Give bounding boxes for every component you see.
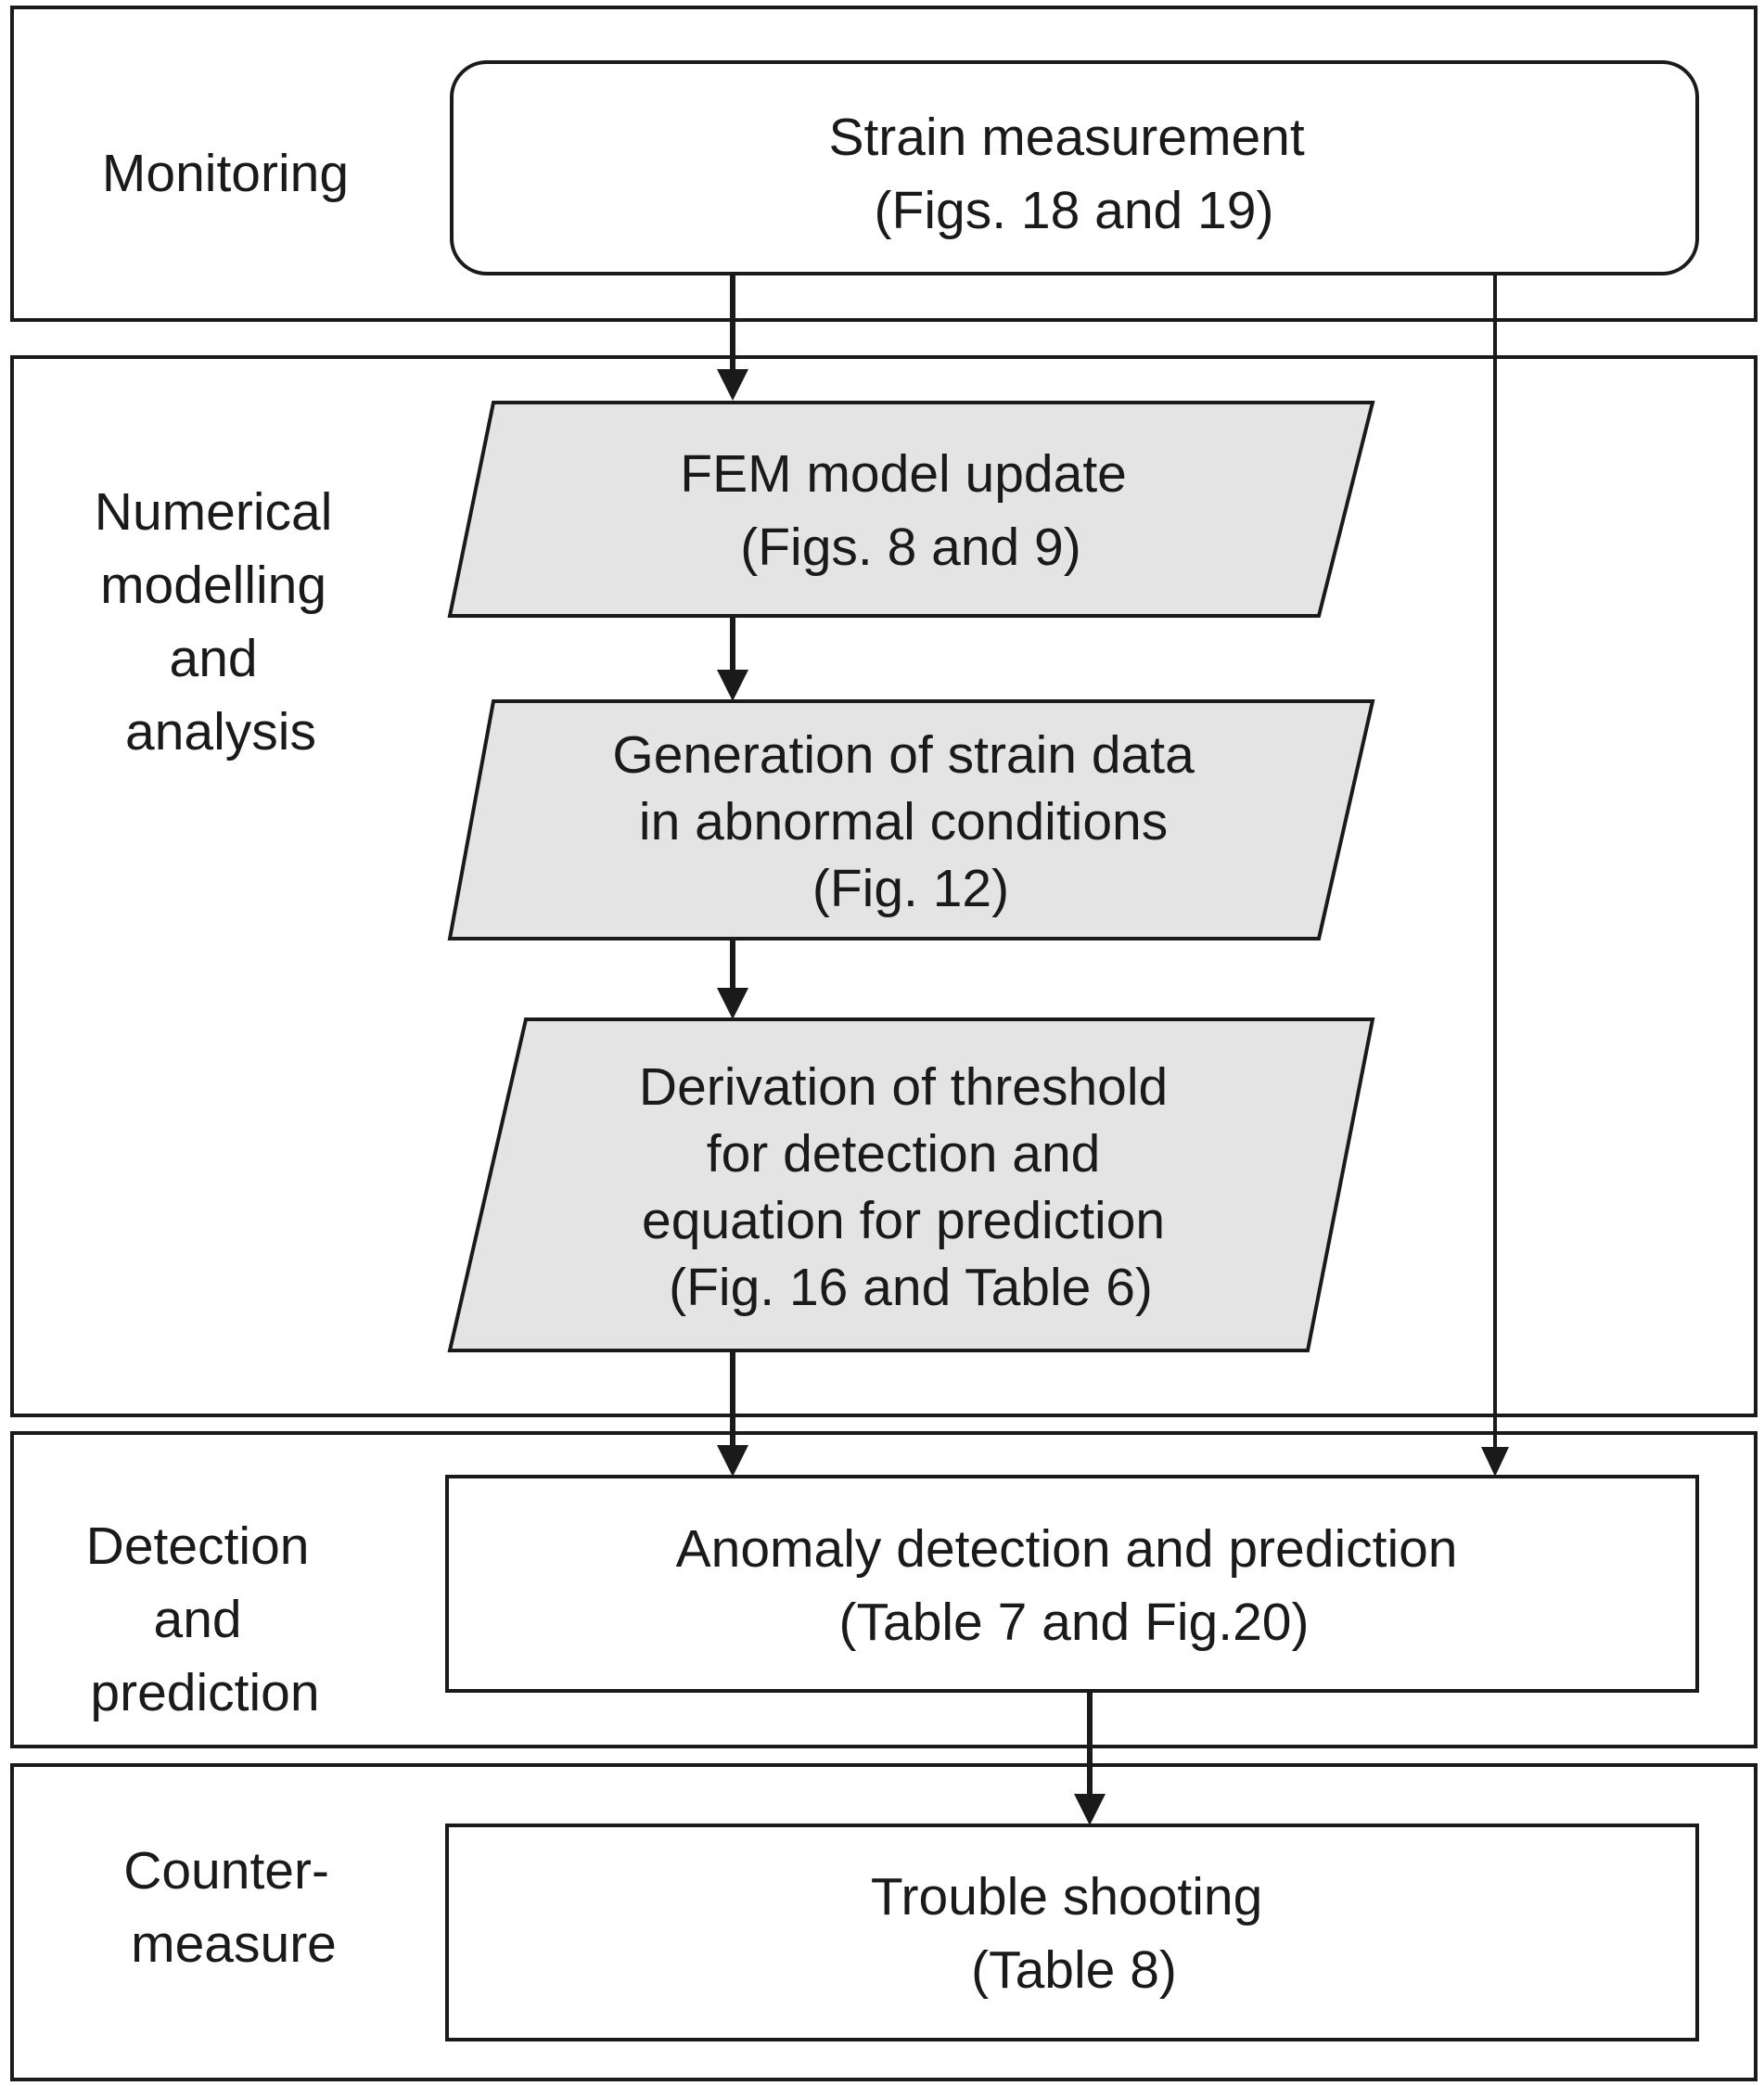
- anomaly-detection-text: Anomaly detection and prediction (Table …: [676, 1519, 1473, 1652]
- countermeasure-stage-label: Counter- measure: [123, 1841, 344, 1974]
- detection-stage-label: Detection and prediction: [86, 1517, 325, 1722]
- trouble-shooting-box: [445, 1824, 1699, 2041]
- arrow-generation-to-derivation: [717, 939, 748, 1019]
- generation-strain-data-text: Generation of strain data in abnormal co…: [612, 725, 1208, 918]
- strain-measurement-text: Strain measurement (Figs. 18 and 19): [828, 108, 1319, 240]
- derivation-threshold-text: Derivation of threshold for detection an…: [639, 1057, 1182, 1317]
- arrow-derivation-to-anomaly: [717, 1350, 748, 1477]
- numerical-stage-label: Numerical modelling and analysis: [95, 482, 347, 761]
- numerical-stage-frame: [10, 355, 1758, 1417]
- fem-model-update-box: [447, 401, 1375, 618]
- countermeasure-stage-frame: [10, 1763, 1758, 2081]
- detection-stage-frame: [10, 1431, 1758, 1748]
- generation-strain-data-box: [447, 699, 1375, 941]
- arrow-fem-to-generation: [717, 616, 748, 701]
- trouble-shooting-text: Trouble shooting (Table 8): [871, 1867, 1277, 2000]
- arrow-strain-to-fem: [717, 274, 748, 401]
- arrow-anomaly-to-trouble: [1074, 1691, 1106, 1825]
- strain-measurement-box: [450, 60, 1699, 275]
- fem-model-update-text: FEM model update (Figs. 8 and 9): [680, 444, 1141, 577]
- arrow-strain-bypass-to-anomaly: [1481, 274, 1509, 1477]
- anomaly-detection-box: [445, 1475, 1699, 1693]
- derivation-threshold-box: [447, 1017, 1375, 1352]
- monitoring-stage-frame: [10, 6, 1758, 322]
- monitoring-stage-label: Monitoring: [102, 144, 349, 203]
